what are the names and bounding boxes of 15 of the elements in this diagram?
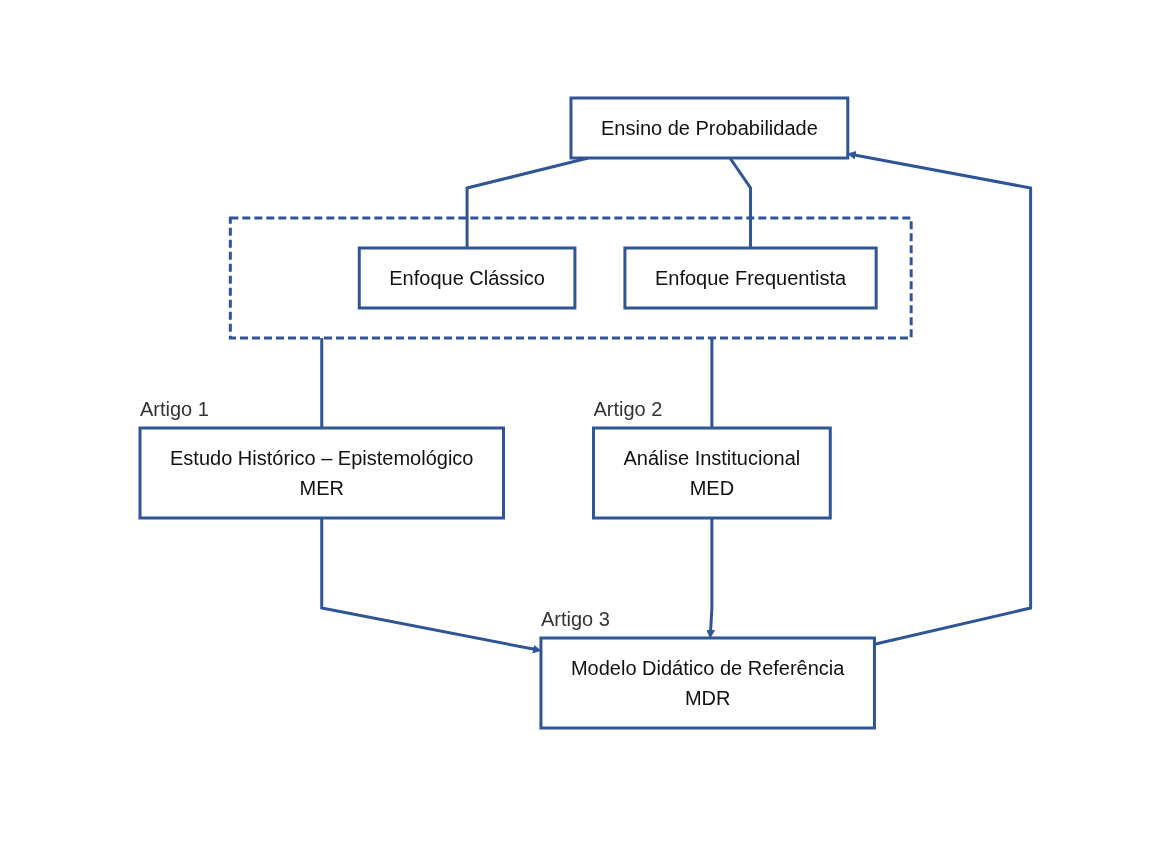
node-label: Artigo 2 — [593, 398, 663, 420]
connector — [320, 338, 324, 428]
arrow — [847, 151, 1033, 646]
node-box: Modelo Didático de Referência MDR — [539, 636, 877, 730]
node-label: Artigo 1 — [140, 398, 210, 420]
arrow — [320, 518, 542, 654]
connector — [710, 338, 714, 428]
node-box: Estudo Histórico – Epistemológico MER — [138, 426, 506, 520]
node-label: Artigo 3 — [541, 608, 611, 630]
cluster — [229, 216, 913, 340]
node-box: Enfoque Clássico — [357, 246, 577, 310]
node-box: Enfoque Frequentista — [623, 246, 878, 310]
node-box: Análise Institucional MED — [592, 426, 832, 520]
node-box: Ensino de Probabilidade — [569, 96, 850, 160]
arrow — [706, 518, 716, 639]
